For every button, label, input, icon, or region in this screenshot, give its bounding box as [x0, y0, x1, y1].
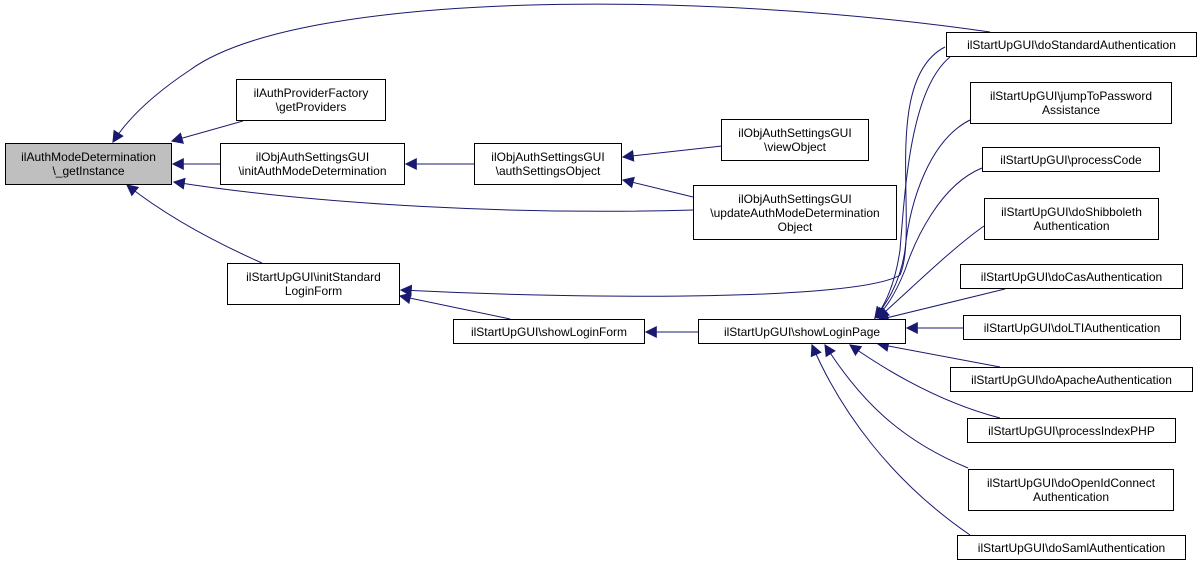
edge-standard-auth-to-instance: [112, 3, 991, 144]
node-jump-to-password[interactable]: ilStartUpGUI\jumpToPassword Assistance: [970, 82, 1172, 124]
node-line: ilStartUpGUI\initStandard: [246, 270, 381, 284]
node-do-shibboleth[interactable]: ilStartUpGUI\doShibboleth Authentication: [984, 198, 1159, 240]
edge-view-to-auth-settings: [621, 145, 723, 162]
node-show-login-page[interactable]: ilStartUpGUI\showLoginPage: [698, 319, 906, 344]
node-line: ilStartUpGUI\doOpenIdConnect: [986, 476, 1156, 490]
edge-index-php-to-show-page: [849, 344, 1001, 419]
edge-show-form-to-init-login: [398, 292, 511, 320]
node-line: ilStartUpGUI\processCode: [1000, 152, 1142, 167]
edge-update-to-instance: [172, 177, 694, 212]
edge-init-login-to-instance: [126, 184, 263, 264]
node-line: ilStartUpGUI\showLoginPage: [723, 324, 881, 339]
node-line: Authentication: [1032, 490, 1110, 504]
edge-providers-to-instance: [170, 120, 244, 144]
node-line: ilStartUpGUI\doSamlAuthentication: [977, 540, 1166, 555]
node-line: ilAuthProviderFactory: [253, 86, 369, 100]
node-line: ilStartUpGUI\doLTIAuthentication: [983, 320, 1161, 335]
node-do-lti[interactable]: ilStartUpGUI\doLTIAuthentication: [963, 315, 1181, 340]
node-line: ilObjAuthSettingsGUI: [255, 150, 370, 164]
node-process-index-php[interactable]: ilStartUpGUI\processIndexPHP: [967, 418, 1176, 443]
node-line: ilStartUpGUI\doCasAuthentication: [980, 269, 1163, 284]
node-line: ilAuthModeDetermination: [21, 150, 156, 164]
node-line: ilStartUpGUI\doApacheAuthentication: [971, 372, 1172, 387]
node-do-cas[interactable]: ilStartUpGUI\doCasAuthentication: [960, 264, 1183, 289]
node-do-standard-auth[interactable]: ilStartUpGUI\doStandardAuthentication: [946, 32, 1197, 57]
node-line: ilStartUpGUI\doShibboleth: [1001, 205, 1142, 219]
node-line: \updateAuthModeDetermination: [710, 205, 880, 220]
node-line: Authentication: [1033, 219, 1110, 233]
edge-apache-to-show-page: [876, 340, 1001, 368]
edge-update-to-auth-settings: [621, 176, 694, 198]
node-do-apache[interactable]: ilStartUpGUI\doApacheAuthentication: [950, 367, 1193, 392]
node-init-standard-login-form[interactable]: ilStartUpGUI\initStandard LoginForm: [227, 263, 400, 305]
node-do-openid[interactable]: ilStartUpGUI\doOpenIdConnect Authenticat…: [968, 469, 1174, 511]
node-line: \authSettingsObject: [495, 164, 601, 178]
node-init-auth-mode[interactable]: ilObjAuthSettingsGUI \initAuthModeDeterm…: [220, 143, 405, 185]
node-line: ilObjAuthSettingsGUI: [738, 191, 852, 206]
node-line: ilObjAuthSettingsGUI: [738, 126, 852, 140]
node-line: \initAuthModeDetermination: [238, 164, 387, 178]
node-line: ilStartUpGUI\showLoginForm: [470, 324, 628, 339]
node-get-providers[interactable]: ilAuthProviderFactory \getProviders: [236, 79, 386, 121]
node-process-code[interactable]: ilStartUpGUI\processCode: [982, 147, 1160, 172]
node-get-instance: ilAuthModeDetermination \_getInstance: [5, 143, 172, 185]
node-update-auth-mode[interactable]: ilObjAuthSettingsGUI \updateAuthModeDete…: [693, 185, 897, 240]
node-line: \viewObject: [763, 140, 827, 154]
node-line: ilStartUpGUI\jumpToPassword: [989, 89, 1153, 103]
node-view-object[interactable]: ilObjAuthSettingsGUI \viewObject: [721, 119, 869, 161]
node-line: ilStartUpGUI\processIndexPHP: [988, 423, 1155, 438]
edge-standard-auth-to-init-login: [399, 46, 946, 297]
edge-openid-to-show-page: [824, 343, 969, 469]
node-line: Object: [777, 219, 813, 234]
edge-saml-to-show-page: [810, 343, 971, 536]
node-line: \_getInstance: [52, 164, 125, 178]
node-line: \getProviders: [275, 100, 347, 114]
node-line: Assistance: [1041, 103, 1101, 117]
node-auth-settings-object[interactable]: ilObjAuthSettingsGUI \authSettingsObject: [474, 143, 622, 185]
node-do-saml[interactable]: ilStartUpGUI\doSamlAuthentication: [957, 535, 1186, 560]
node-line: ilObjAuthSettingsGUI: [491, 150, 605, 164]
node-line: ilStartUpGUI\doStandardAuthentication: [967, 37, 1176, 52]
edge-standard-auth-to-show-page: [874, 56, 951, 319]
edge-jump-to-show-page: [874, 119, 971, 319]
edge-cas-to-show-page: [876, 288, 1006, 324]
node-line: LoginForm: [284, 284, 343, 298]
edge-shibboleth-to-show-page: [877, 225, 985, 319]
edge-process-code-to-show-page: [874, 167, 983, 319]
node-show-login-form[interactable]: ilStartUpGUI\showLoginForm: [453, 319, 645, 344]
